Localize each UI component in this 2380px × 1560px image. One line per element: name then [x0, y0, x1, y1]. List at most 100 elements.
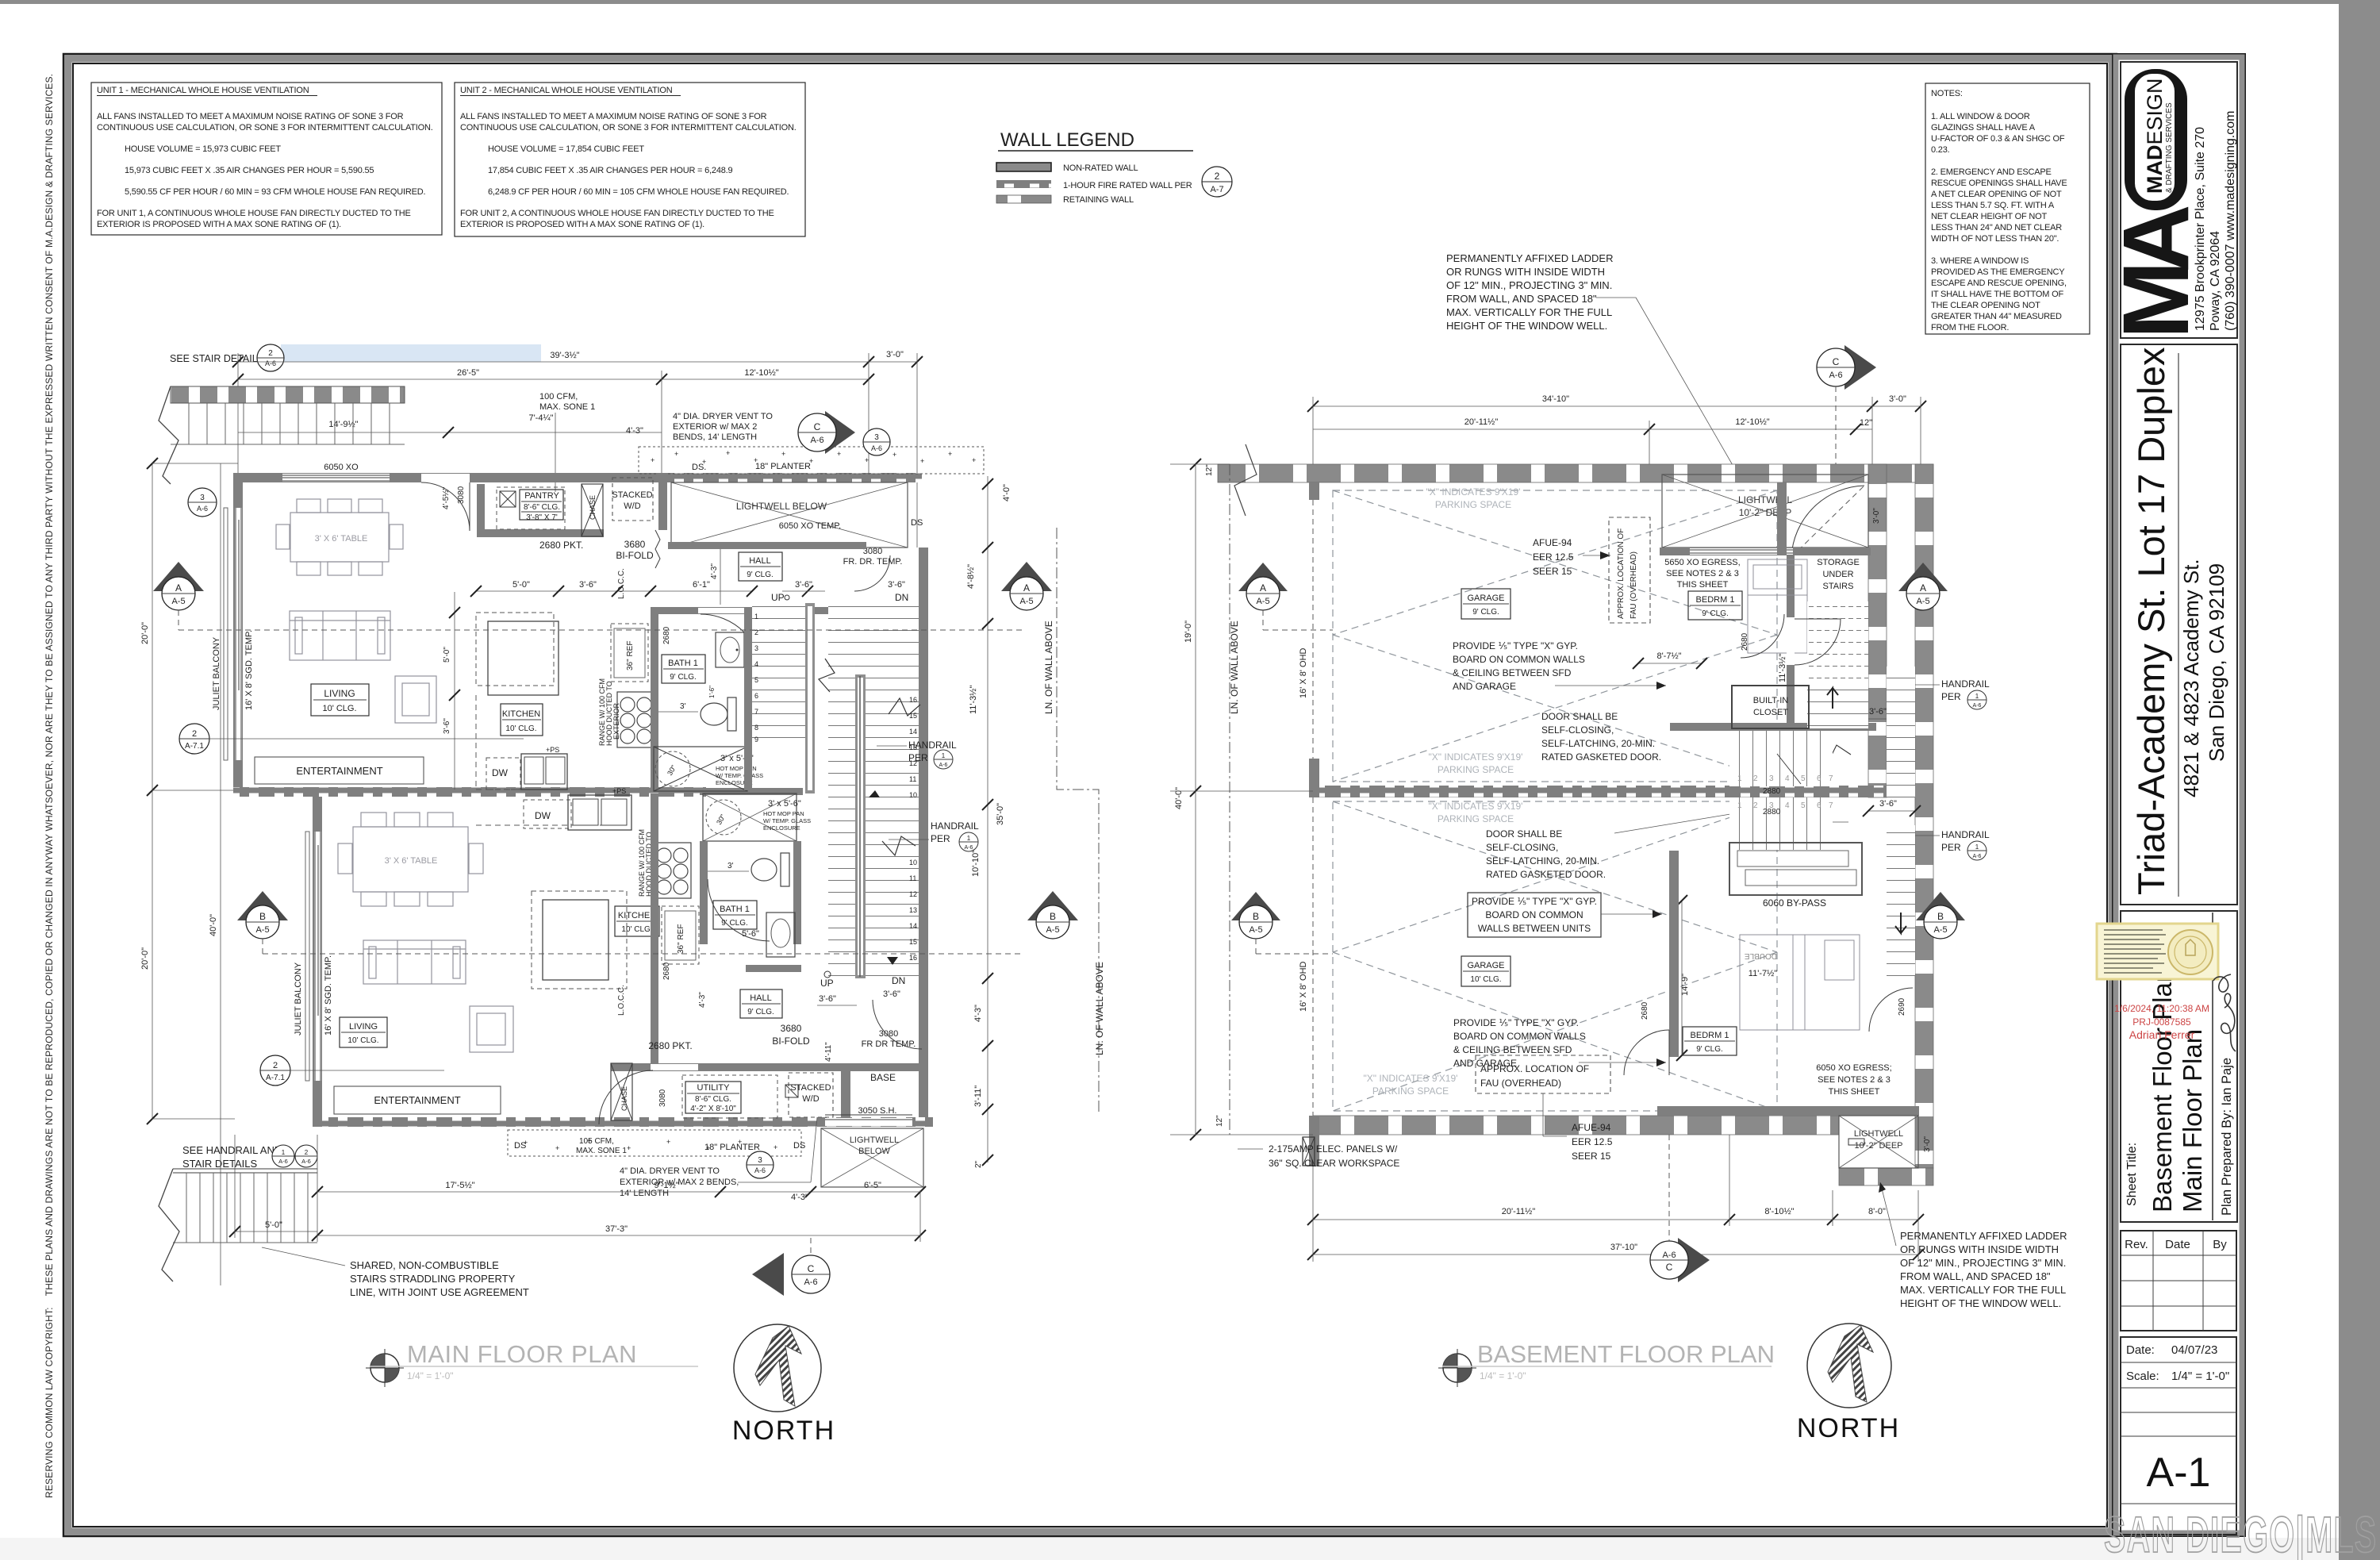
svg-text:BELOW: BELOW — [858, 1147, 890, 1156]
svg-text:EER 12.5: EER 12.5 — [1572, 1136, 1613, 1147]
svg-text:CONTINUOUS USE CALCULATION, OR: CONTINUOUS USE CALCULATION, OR SONE 3 FO… — [460, 123, 797, 133]
svg-text:+: + — [948, 450, 952, 458]
svg-text:12": 12" — [1215, 1115, 1224, 1127]
svg-text:PERMANENTLY AFFIXED LADDER: PERMANENTLY AFFIXED LADDER — [1900, 1230, 2067, 1242]
svg-text:OR RUNGS WITH INSIDE WIDTH: OR RUNGS WITH INSIDE WIDTH — [1900, 1243, 2059, 1255]
svg-text:105 CFM,: 105 CFM, — [579, 1137, 614, 1146]
svg-text:A-6: A-6 — [1973, 854, 1982, 859]
svg-text:Sheet Title:: Sheet Title: — [2125, 1143, 2139, 1206]
svg-text:HOUSE VOLUME = 15,973 CUBIC FE: HOUSE VOLUME = 15,973 CUBIC FEET — [125, 144, 281, 154]
svg-text:"X" INDICATES 9'X19': "X" INDICATES 9'X19' — [1429, 801, 1523, 812]
svg-text:5: 5 — [1801, 801, 1806, 810]
svg-text:6: 6 — [1817, 801, 1821, 810]
svg-text:NORTH: NORTH — [1797, 1413, 1900, 1443]
svg-text:+: + — [920, 457, 924, 465]
svg-text:5,590.55 CF PER HOUR / 60 MIN: 5,590.55 CF PER HOUR / 60 MIN = 93 CFM W… — [125, 187, 425, 197]
svg-text:BATH 1: BATH 1 — [720, 905, 750, 914]
svg-text:+: + — [651, 456, 654, 464]
svg-text:14'-9": 14'-9" — [1680, 974, 1690, 996]
svg-text:SELF-LATCHING, 20-MIN.: SELF-LATCHING, 20-MIN. — [1541, 738, 1655, 749]
svg-text:JULIET BALCONY: JULIET BALCONY — [294, 962, 303, 1036]
svg-text:10' CLG.: 10' CLG. — [1470, 975, 1501, 984]
svg-text:3080: 3080 — [879, 1029, 898, 1039]
svg-text:A-5: A-5 — [171, 597, 185, 606]
svg-text:12": 12" — [1860, 418, 1872, 428]
svg-text:5: 5 — [1801, 774, 1806, 783]
svg-text:BOARD ON COMMON WALLS: BOARD ON COMMON WALLS — [1453, 654, 1585, 665]
svg-text:A-5: A-5 — [1249, 925, 1262, 935]
svg-text:A-6: A-6 — [1829, 371, 1842, 380]
svg-text:PROVIDE ⅕" TYPE "X" GYP.: PROVIDE ⅕" TYPE "X" GYP. — [1453, 640, 1578, 651]
svg-text:3'-6": 3'-6" — [795, 580, 812, 590]
svg-text:(760) 390-0007 www.madesigning: (760) 390-0007 www.madesigning.com — [2224, 111, 2237, 331]
svg-text:12975 Brookprinter Place, Suit: 12975 Brookprinter Place, Suite 270 — [2194, 127, 2207, 331]
svg-text:12'-10½": 12'-10½" — [1735, 417, 1769, 427]
svg-text:MAX. SONE 1: MAX. SONE 1 — [576, 1147, 627, 1155]
svg-text:9' CLG.: 9' CLG. — [1472, 608, 1499, 617]
svg-text:1: 1 — [1975, 693, 1979, 700]
svg-text:ENCLOSURE: ENCLOSURE — [716, 779, 753, 786]
svg-text:B: B — [1253, 911, 1259, 922]
svg-text:LIGHTWELL BELOW: LIGHTWELL BELOW — [736, 501, 827, 512]
svg-text:4'-3": 4'-3" — [626, 426, 643, 436]
svg-text:AND GARAGE: AND GARAGE — [1453, 681, 1516, 692]
svg-text:A-6: A-6 — [301, 1158, 311, 1165]
svg-text:SEE NOTES 2 & 3: SEE NOTES 2 & 3 — [1666, 569, 1739, 578]
svg-text:A-5: A-5 — [1046, 925, 1059, 935]
svg-text:B: B — [259, 911, 266, 922]
svg-text:8'-6" CLG.: 8'-6" CLG. — [695, 1095, 731, 1104]
svg-text:40'-0": 40'-0" — [209, 914, 218, 936]
svg-text:UTILITY: UTILITY — [697, 1083, 731, 1093]
svg-text:6050 XO: 6050 XO — [324, 463, 359, 472]
svg-text:6050 XO EGRESS;: 6050 XO EGRESS; — [1816, 1063, 1891, 1073]
svg-text:5: 5 — [754, 676, 758, 684]
svg-text:W/ TEMP. GLASS: W/ TEMP. GLASS — [763, 817, 811, 824]
svg-text:LIVING: LIVING — [324, 688, 355, 699]
svg-text:1: 1 — [942, 752, 946, 759]
svg-text:2-175AMP ELEC. PANELS W/: 2-175AMP ELEC. PANELS W/ — [1269, 1143, 1398, 1155]
svg-text:ENCLOSURE: ENCLOSURE — [763, 824, 800, 832]
svg-text:LIGHTWELL: LIGHTWELL — [1854, 1129, 1903, 1139]
svg-text:FROM WALL, AND SPACED 18": FROM WALL, AND SPACED 18" — [1446, 293, 1597, 305]
svg-text:PARKING SPACE: PARKING SPACE — [1372, 1085, 1449, 1097]
svg-text:FROM THE FLOOR.: FROM THE FLOOR. — [1931, 323, 2009, 332]
svg-text:10: 10 — [909, 791, 917, 799]
svg-text:SEE NOTES 2 & 3: SEE NOTES 2 & 3 — [1818, 1075, 1891, 1085]
svg-text:20'-11½": 20'-11½" — [1502, 1207, 1536, 1216]
svg-text:3'-11": 3'-11" — [973, 1085, 983, 1107]
svg-text:3'-8" X 7': 3'-8" X 7' — [526, 513, 558, 522]
svg-text:EXTERIOR IS PROPOSED WITH A MA: EXTERIOR IS PROPOSED WITH A MAX SONE RAT… — [460, 220, 704, 229]
svg-text:NET CLEAR HEIGHT OF NOT: NET CLEAR HEIGHT OF NOT — [1931, 212, 2047, 221]
svg-text:20'-11½": 20'-11½" — [1464, 417, 1499, 427]
svg-text:5'-0": 5'-0" — [265, 1220, 282, 1230]
svg-text:CHASE: CHASE — [620, 1086, 628, 1111]
svg-text:NON-RATED WALL: NON-RATED WALL — [1063, 163, 1138, 173]
svg-text:4'-2" X 8'-10": 4'-2" X 8'-10" — [690, 1105, 736, 1113]
svg-text:Rev.: Rev. — [2125, 1238, 2148, 1251]
svg-text:WALLS BETWEEN UNITS: WALLS BETWEEN UNITS — [1478, 923, 1591, 934]
svg-text:A-6: A-6 — [278, 1158, 288, 1165]
svg-text:11: 11 — [909, 775, 916, 783]
svg-text:C: C — [808, 1263, 815, 1274]
svg-text:3'-6": 3'-6" — [1879, 799, 1897, 809]
svg-text:A-6: A-6 — [197, 505, 208, 513]
svg-text:+: + — [726, 449, 730, 457]
svg-text:1/4" = 1'-0": 1/4" = 1'-0" — [2171, 1370, 2229, 1383]
svg-text:NORTH: NORTH — [732, 1416, 835, 1446]
svg-text:EXTERIOR w/ MAX 2: EXTERIOR w/ MAX 2 — [673, 422, 757, 432]
svg-text:15,973 CUBIC FEET X .35 AIR CH: 15,973 CUBIC FEET X .35 AIR CHANGES PER … — [125, 166, 374, 175]
svg-text:12": 12" — [1205, 464, 1214, 476]
svg-text:OF 12" MIN., PROJECTING 3" MIN: OF 12" MIN., PROJECTING 3" MIN. — [1446, 279, 1612, 291]
svg-text:OR RUNGS WITH INSIDE WIDTH: OR RUNGS WITH INSIDE WIDTH — [1446, 266, 1605, 278]
svg-text:+P‌S: +P‌S — [546, 746, 559, 754]
svg-text:12: 12 — [909, 759, 917, 767]
svg-text:20'-0": 20'-0" — [140, 947, 150, 970]
svg-text:SELF-CLOSING,: SELF-CLOSING, — [1541, 724, 1614, 736]
svg-text:+: + — [972, 456, 976, 464]
svg-text:4: 4 — [1785, 801, 1790, 810]
svg-text:4'-11": 4'-11" — [824, 1042, 833, 1062]
svg-text:SELF-LATCHING, 20-MIN.: SELF-LATCHING, 20-MIN. — [1486, 855, 1599, 866]
svg-text:C: C — [1833, 356, 1840, 367]
svg-text:HALL: HALL — [749, 556, 771, 566]
svg-text:"X" INDICATES 9'X19': "X" INDICATES 9'X19' — [1429, 751, 1523, 763]
